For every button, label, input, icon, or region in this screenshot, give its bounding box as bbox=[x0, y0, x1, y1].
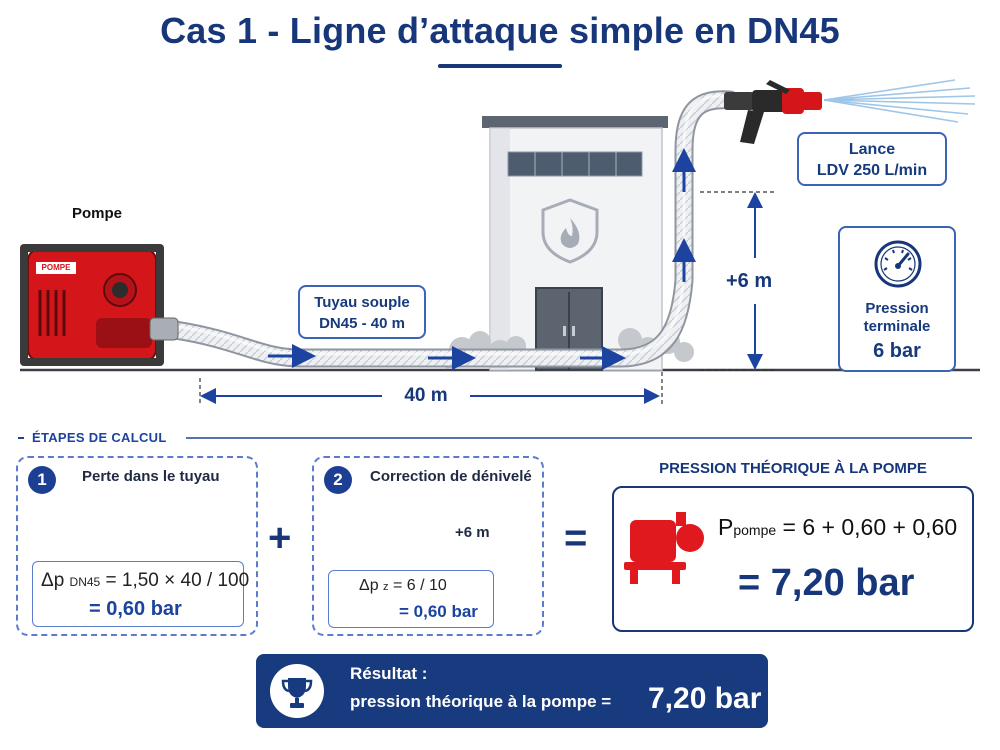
height-dimension bbox=[700, 191, 775, 371]
hose-label: Tuyau souple DN45 - 40 m bbox=[298, 285, 426, 339]
step-1-number: 1 bbox=[28, 466, 56, 494]
pump-pressure-subscript: pompe bbox=[733, 522, 777, 538]
lance-label-line2: LDV 250 L/min bbox=[816, 162, 928, 179]
title-underline bbox=[438, 64, 562, 68]
step-1-result: = 0,60 bar bbox=[89, 598, 182, 620]
pump-pressure-heading: PRESSION THÉORIQUE À LA POMPE bbox=[659, 460, 927, 477]
pump-pressure-formula: Ppompe = 6 + 0,60 + 0,60 bbox=[718, 514, 957, 541]
step-1-symbol: Δp bbox=[41, 570, 65, 591]
gauge-icon bbox=[874, 240, 922, 288]
trophy-icon-bg bbox=[270, 664, 324, 718]
hose-label-line2: DN45 - 40 m bbox=[319, 315, 405, 332]
step-2-number: 2 bbox=[324, 466, 352, 494]
pressure-value: 6 bar bbox=[873, 340, 921, 362]
hose bbox=[165, 90, 740, 370]
height-label: +6 m bbox=[726, 270, 773, 292]
step-2-formula: Δp z = 6 / 10 bbox=[359, 577, 447, 595]
lance-label-line1: Lance bbox=[848, 141, 896, 158]
pump-icon bbox=[624, 512, 704, 584]
pump-pressure-result: = 7,20 bar bbox=[738, 562, 915, 604]
lance-label: Lance LDV 250 L/min bbox=[797, 132, 947, 186]
step-1-formula-box: Δp DN45 = 1,50 × 40 / 100 = 0,60 bar bbox=[32, 561, 249, 627]
result-banner: Résultat : pression théorique à la pompe… bbox=[256, 654, 768, 728]
result-line2: pression théorique à la pompe = bbox=[350, 692, 612, 711]
pressure-label-line2: terminale bbox=[863, 318, 931, 335]
pressure-label-line1: Pression bbox=[865, 300, 929, 317]
pump-pressure-symbol: P bbox=[718, 514, 734, 540]
building bbox=[441, 116, 694, 371]
plus-sign: + bbox=[268, 516, 292, 560]
result-line1: Résultat : bbox=[350, 664, 428, 683]
step-1-expression: = 1,50 × 40 / 100 bbox=[105, 570, 250, 591]
result-value: 7,20 bar bbox=[648, 682, 762, 715]
step-1-formula: Δp DN45 = 1,50 × 40 / 100 bbox=[41, 570, 249, 592]
steps-section-title: ÉTAPES DE CALCUL bbox=[32, 430, 167, 445]
step-2-symbol: Δp bbox=[359, 577, 379, 594]
terminal-pressure-card: Pression terminale 6 bar bbox=[838, 226, 956, 372]
lance-illustration bbox=[724, 79, 976, 144]
step-1-subscript: DN45 bbox=[69, 575, 101, 589]
step-2-result: = 0,60 bar bbox=[399, 602, 478, 621]
pump-pressure-card bbox=[612, 486, 974, 632]
page-title: Cas 1 - Ligne d’attaque simple en DN45 bbox=[160, 10, 840, 51]
hose-label-line1: Tuyau souple bbox=[314, 294, 410, 311]
step-2-height-label: +6 m bbox=[455, 524, 490, 541]
pump-label: Pompe bbox=[72, 205, 123, 222]
step-2-expression: = 6 / 10 bbox=[393, 577, 447, 594]
trophy-icon bbox=[281, 678, 313, 708]
pump-pressure-expression: = 6 + 0,60 + 0,60 bbox=[782, 514, 958, 540]
equals-sign: = bbox=[564, 516, 588, 560]
step-1-title: Perte dans le tuyau bbox=[82, 468, 220, 485]
pump-badge: POMPE bbox=[41, 263, 71, 272]
step-2-subscript: z bbox=[383, 581, 389, 593]
distance-dimension bbox=[199, 372, 663, 404]
step-2-formula-box: Δp z = 6 / 10 = 0,60 bar bbox=[328, 570, 494, 628]
pump-illustration bbox=[20, 244, 179, 366]
distance-label: 40 m bbox=[404, 385, 448, 406]
step-2-title: Correction de dénivelé bbox=[370, 468, 532, 485]
